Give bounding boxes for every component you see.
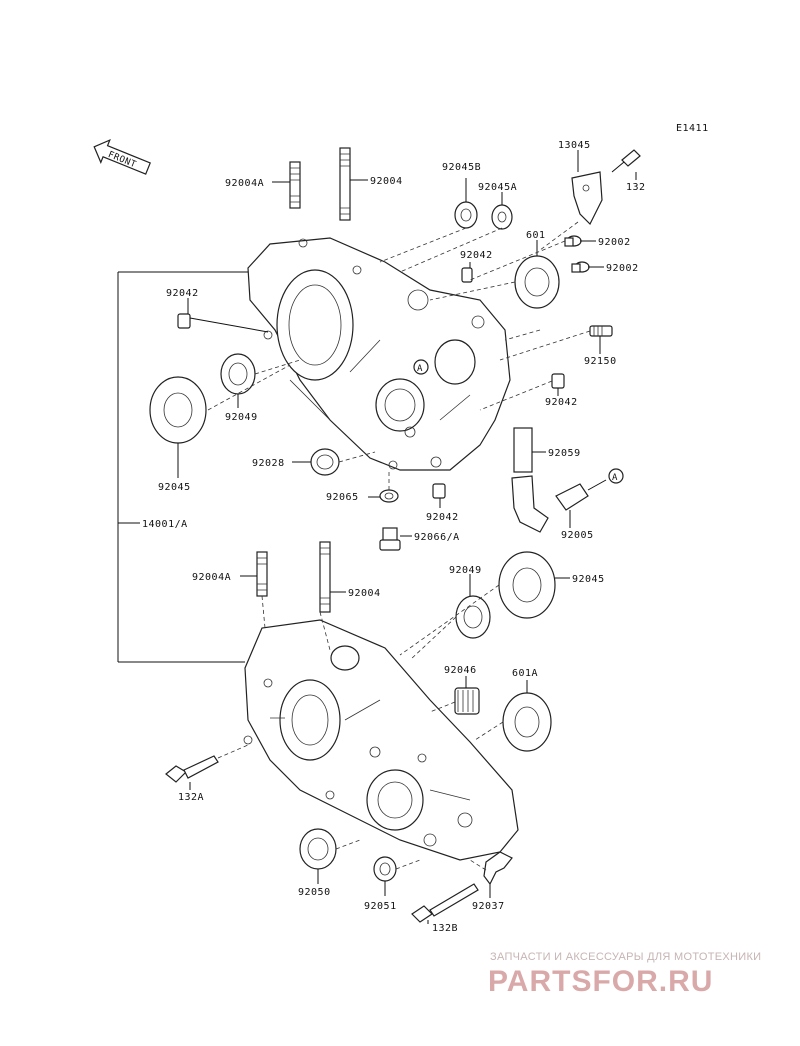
label-92042-c: 92042 (426, 512, 459, 523)
label-92004a-bottom: 92004A (192, 572, 231, 583)
label-132: 132 (626, 182, 646, 193)
marker-a-label: A (417, 364, 423, 374)
label-92045b: 92045B (442, 162, 481, 173)
watermark-tagline: ЗАПЧАСТИ И АКСЕССУАРЫ ДЛЯ МОТОТЕХНИКИ (490, 951, 762, 963)
label-92028: 92028 (252, 458, 285, 469)
label-14001a: 14001/A (142, 519, 188, 530)
front-arrow-icon: FRONT (93, 139, 151, 175)
bearing-601a (502, 692, 552, 752)
crankcase-upper-half (247, 237, 511, 471)
stud-92004-bottom (319, 541, 331, 613)
label-92042-a: 92042 (460, 250, 493, 261)
nozzle-92005 (555, 479, 607, 511)
washer-92065 (379, 489, 399, 503)
seal-92050 (299, 828, 337, 870)
hose-92059 (511, 427, 549, 533)
watermark-logo: PARTSFOR.RU (488, 965, 714, 998)
label-601a: 601A (512, 668, 538, 679)
label-92045-top: 92045 (158, 482, 191, 493)
label-92042-b: 92042 (545, 397, 578, 408)
label-92046: 92046 (444, 665, 477, 676)
oil-seal-92049-top (220, 353, 256, 395)
label-92049-top: 92049 (225, 412, 258, 423)
label-92065: 92065 (326, 492, 359, 503)
label-92059: 92059 (548, 448, 581, 459)
marker-a-label-right: A (612, 473, 618, 483)
label-132b: 132B (432, 923, 458, 934)
label-92150: 92150 (584, 356, 617, 367)
label-13045: 13045 (558, 140, 591, 151)
bolt-132 (611, 149, 641, 173)
label-92004-bottom: 92004 (348, 588, 381, 599)
bracket-13045 (571, 171, 603, 226)
diagram-ref-code: E1411 (676, 123, 709, 134)
oil-seal-92049-bottom (455, 595, 491, 639)
label-92037: 92037 (472, 901, 505, 912)
bearing-601 (514, 255, 560, 309)
dowel-92042-a (461, 267, 473, 283)
label-92066a: 92066/A (414, 532, 460, 543)
bearing-92045a (491, 204, 513, 230)
label-92051: 92051 (364, 901, 397, 912)
label-92049-bottom: 92049 (449, 565, 482, 576)
stud-92004a-bottom (256, 551, 268, 597)
bearing-92045-bottom (498, 551, 556, 619)
screw-92002-b (571, 261, 590, 273)
clamp-92037 (483, 851, 513, 886)
plug-92066a (379, 527, 401, 551)
leader-lines (117, 150, 637, 924)
label-92002-b: 92002 (606, 263, 639, 274)
dowel-92042-b (551, 373, 565, 389)
stud-92004-top (339, 147, 351, 221)
marker-a-icon (608, 468, 624, 484)
label-601: 601 (526, 230, 546, 241)
bolt-132a (165, 755, 219, 783)
label-92005: 92005 (561, 530, 594, 541)
label-132a: 132A (178, 792, 204, 803)
crankcase-lower-half (243, 619, 519, 861)
label-92002-a: 92002 (598, 237, 631, 248)
label-92004-top: 92004 (370, 176, 403, 187)
bearing-92045b (454, 201, 478, 229)
bearing-92045-top (149, 376, 207, 444)
screw-92002-a (564, 235, 582, 247)
label-92045a: 92045A (478, 182, 517, 193)
fitting-92150 (589, 325, 613, 337)
dowel-92042-left (177, 313, 191, 329)
label-92004a-top: 92004A (225, 178, 264, 189)
label-92045-bottom: 92045 (572, 574, 605, 585)
dowel-92042-c (432, 483, 446, 499)
part-labels: 92004A 92004 92045B 92045A 13045 132 920… (142, 140, 646, 934)
needle-bearing-92046 (454, 687, 480, 715)
label-92050: 92050 (298, 887, 331, 898)
label-92042-left: 92042 (166, 288, 199, 299)
bolt-132b (411, 883, 479, 923)
seal-92051 (373, 856, 397, 882)
seal-92028 (310, 448, 340, 476)
stud-92004a-top (289, 161, 301, 209)
